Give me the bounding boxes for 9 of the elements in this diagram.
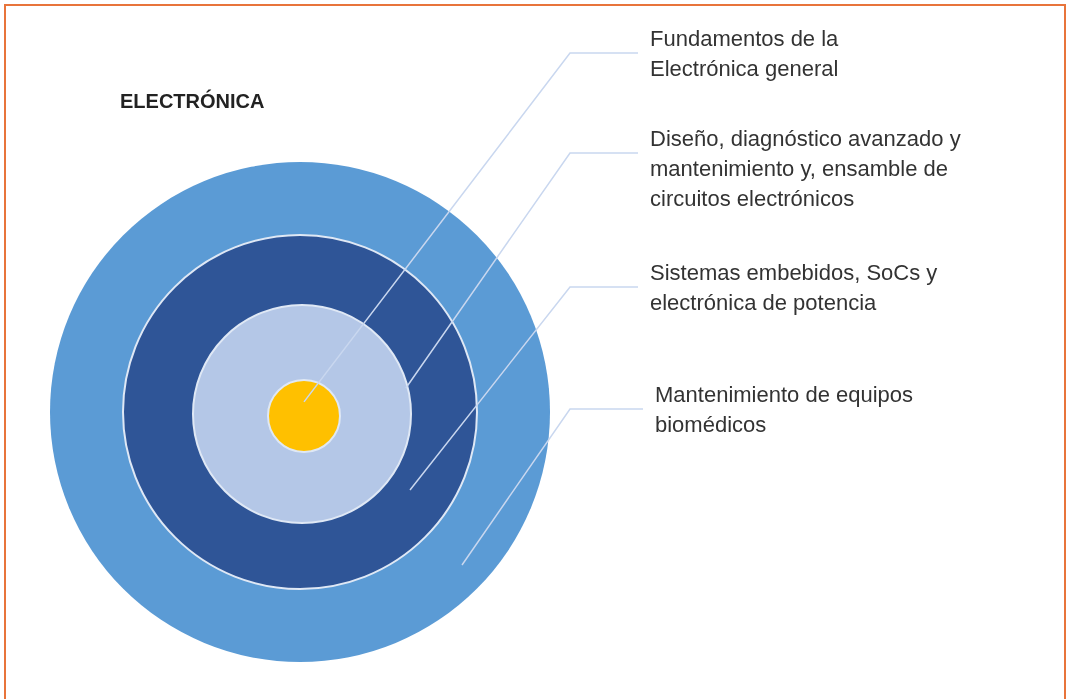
diagram-title: ELECTRÓNICA (120, 90, 265, 113)
callout-text: Mantenimiento de equipos biomédicos (655, 380, 985, 440)
callout-text: Diseño, diagnóstico avanzado y mantenimiento y, ensamble de circuitos electrónicos (650, 124, 985, 214)
leader-line (303, 52, 639, 403)
leader-line (405, 152, 639, 389)
callout-text: Fundamentos de la Electrónica general (650, 24, 900, 84)
callout-text: Sistemas embebidos, SoCs y electrónica de potencia (650, 258, 950, 318)
leader-line (461, 408, 644, 566)
leader-line (409, 286, 639, 491)
